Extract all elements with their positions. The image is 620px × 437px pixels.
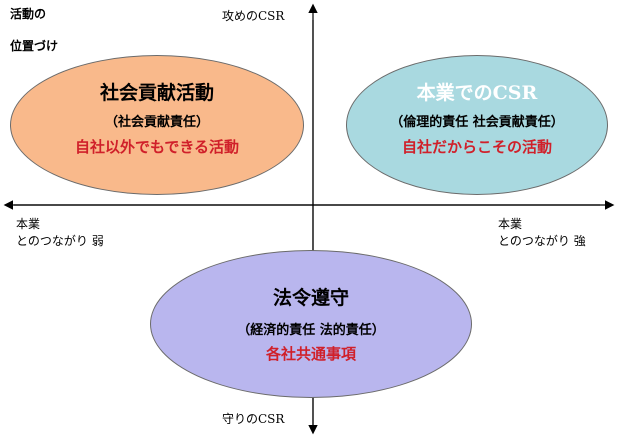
axis-label-left-line2: とのつながり 弱 [16,234,104,248]
ellipse-social-subtitle: （社会貢献責任） [104,115,209,130]
ellipse-social-contribution: 社会貢献活動 （社会貢献責任） 自社以外でもできる活動 [10,55,304,195]
ellipse-core-emphasis: 自社だからこその活動 [401,138,552,156]
axis-label-right-line1: 本業 [498,217,523,231]
ellipse-compliance-title: 法令遵守 [272,287,349,309]
corner-label-line1: 活動の [10,7,47,21]
axis-label-top: 攻めのCSR [222,9,285,23]
corner-label-line2: 位置づけ [10,39,59,53]
ellipse-compliance: 法令遵守 （経済的責任 法的責任） 各社共通事項 [150,250,472,398]
ellipse-core-subtitle: （倫理的責任 社会貢献責任） [390,115,564,130]
ellipse-compliance-subtitle: （経済的責任 法的責任） [237,323,385,338]
axis-label-right-line2: とのつながり 強 [498,234,586,248]
ellipse-social-emphasis: 自社以外でもできる活動 [74,138,240,156]
ellipse-core-business-csr: 本業でのCSR （倫理的責任 社会貢献責任） 自社だからこその活動 [346,55,608,195]
axis-label-left-line1: 本業 [16,217,41,231]
axis-label-bottom: 守りのCSR [222,412,285,426]
ellipse-compliance-emphasis: 各社共通事項 [265,345,356,363]
ellipse-social-title: 社会貢献活動 [99,82,214,104]
ellipse-core-title: 本業でのCSR [416,82,538,104]
